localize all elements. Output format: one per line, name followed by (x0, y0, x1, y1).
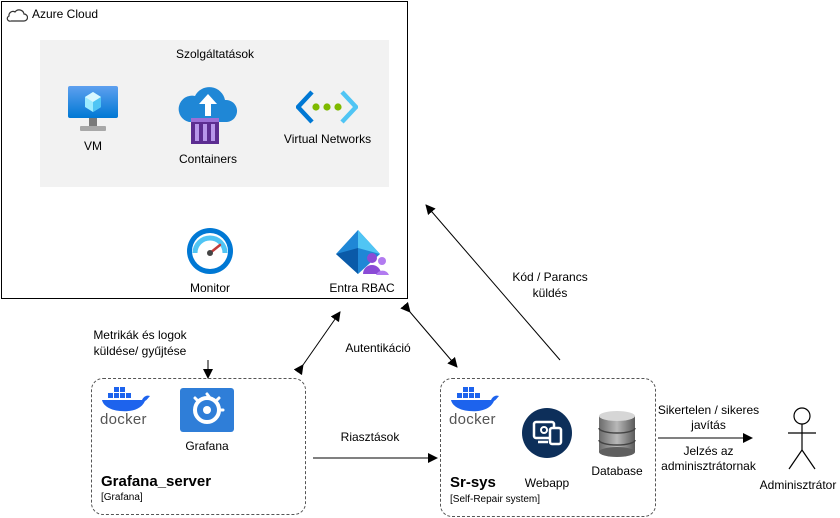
containers-icon (178, 87, 238, 144)
code-send-arrow (425, 204, 561, 361)
grafana-server-box (91, 378, 306, 515)
entra-rbac-label: Entra RBAC (329, 281, 395, 295)
virtual-networks-label: Virtual Networks (283, 132, 372, 146)
docker-wordmark: docker (449, 411, 496, 428)
code-send-line2: küldés (532, 286, 568, 300)
sr-sys-subtitle: [Self-Repair system] (450, 494, 541, 505)
entra-rbac-icon (336, 230, 389, 275)
result-label: Sikertelen / sikeres javítás (651, 403, 766, 433)
metrics-label-line2: küldése/ gyűjtése (93, 344, 187, 358)
database-icon (598, 411, 636, 457)
webapp-label: Webapp (524, 476, 570, 490)
admin-label: Adminisztrátor (759, 478, 837, 492)
cloud-icon (6, 9, 28, 22)
containers-label: Containers (178, 152, 238, 166)
metrics-label: Metrikák és logok küldése/ gyűjtése (75, 327, 205, 359)
notify-line2: adminisztrátornak (661, 459, 756, 473)
metrics-label-line1: Metrikák és logok (93, 328, 187, 342)
services-title: Szolgáltatások (175, 47, 255, 61)
grafana-icon (180, 388, 234, 432)
auth-label: Autentikáció (345, 341, 411, 355)
webapp-icon (522, 408, 572, 458)
grafana-server-title: Grafana_server (101, 473, 212, 490)
azure-cloud-frame (1, 1, 408, 299)
auth-arrow-grafana (293, 311, 341, 376)
code-send-line1: Kód / Parancs (512, 270, 588, 284)
vm-monitor-icon (68, 86, 118, 131)
docker-whale-icon (102, 387, 150, 412)
monitor-gauge-icon (187, 228, 233, 274)
stick-figure-icon (788, 407, 816, 470)
grafana-label: Grafana (185, 439, 229, 453)
monitor-label: Monitor (189, 281, 230, 295)
notify-label: Jelzés az adminisztrátornak (651, 444, 766, 474)
database-label: Database (591, 464, 643, 478)
virtual-networks-icon (296, 90, 358, 124)
azure-cloud-title: Azure Cloud (32, 7, 99, 21)
result-line2: javítás (691, 418, 726, 432)
notify-line1: Jelzés az (683, 444, 734, 458)
sr-sys-box (440, 378, 656, 517)
sr-sys-title: Sr-sys (450, 474, 496, 491)
auth-arrow-srsys (400, 301, 458, 368)
docker-whale-icon (451, 387, 499, 412)
vm-label: VM (84, 139, 102, 153)
docker-wordmark: docker (100, 411, 147, 428)
grafana-server-subtitle: [Grafana] (101, 492, 143, 503)
alerts-label: Riasztások (340, 430, 400, 444)
code-send-label: Kód / Parancs küldés (500, 269, 600, 301)
result-line1: Sikertelen / sikeres (657, 403, 760, 417)
